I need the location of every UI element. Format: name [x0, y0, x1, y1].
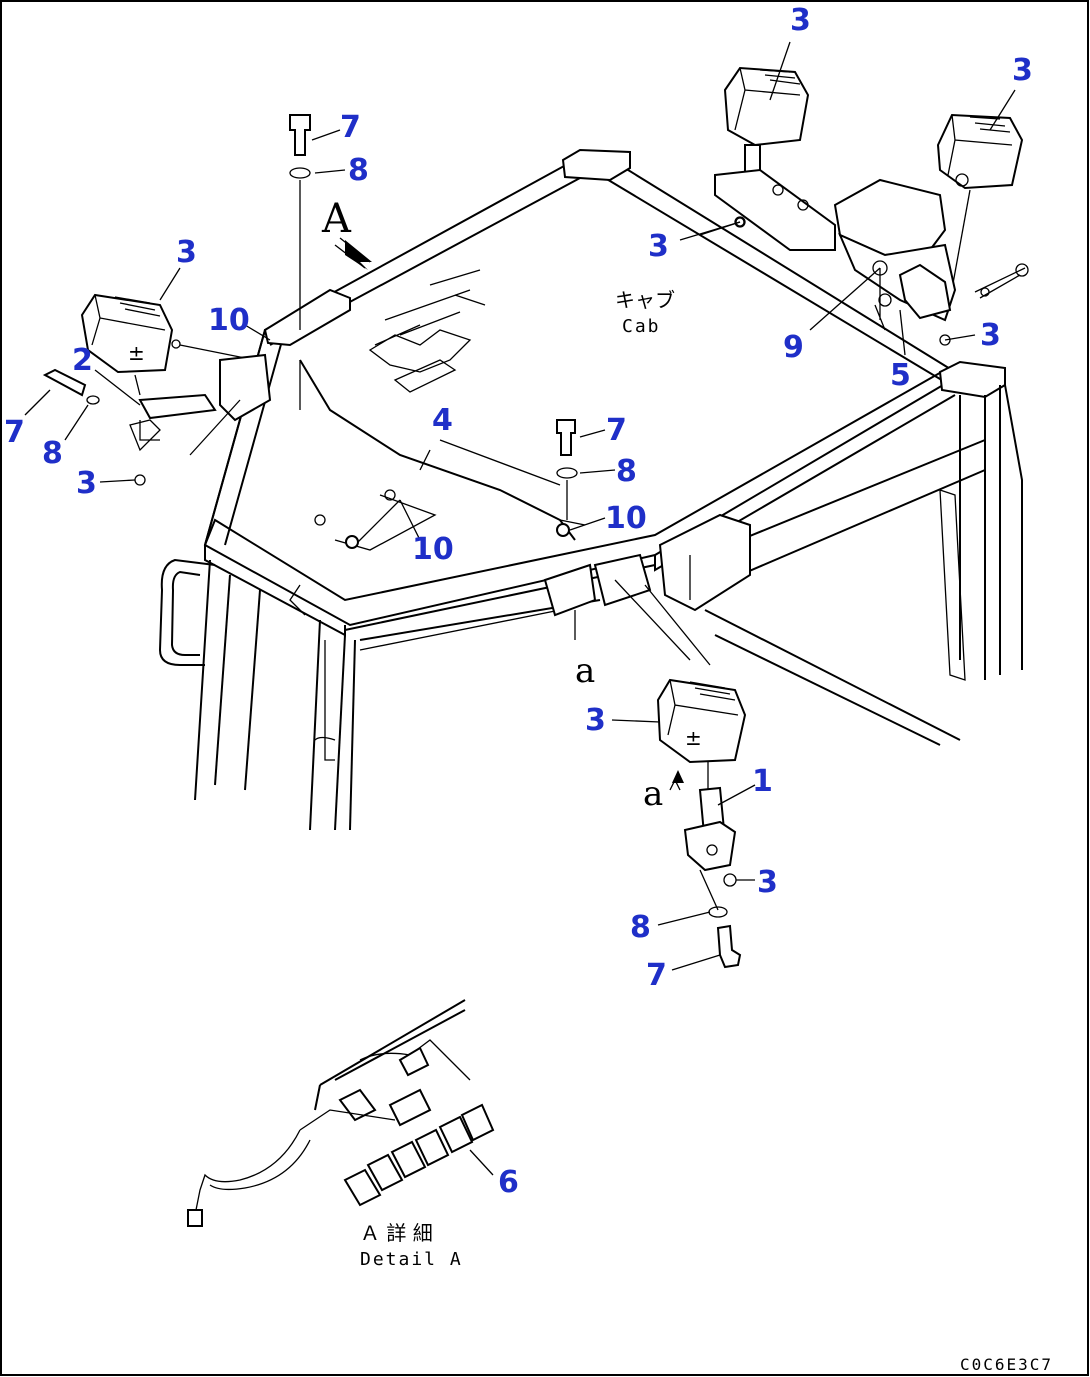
callout-10: 10 — [412, 532, 454, 567]
callout-10: 10 — [208, 303, 250, 338]
callout-2: 2 — [72, 343, 93, 378]
detail-label-en: Detail A — [360, 1249, 463, 1270]
callout-8: 8 — [42, 436, 63, 471]
callout-5: 5 — [890, 358, 911, 393]
callout-3: 3 — [790, 3, 811, 38]
cab-label-jp: キャブ — [615, 288, 675, 312]
lamp-top-right — [936, 113, 1024, 301]
detail-label-jp: Ａ 詳 細 — [360, 1221, 433, 1245]
detail-a-illustration — [187, 999, 495, 1227]
callout-4: 4 — [432, 403, 453, 438]
callout-3: 3 — [176, 235, 197, 270]
callout-3: 3 — [648, 229, 669, 264]
lamp-left: ± — [80, 293, 272, 456]
section-label-lower: a — [643, 774, 663, 814]
lamp-front: ± — [656, 678, 747, 969]
callout-3: 3 — [980, 318, 1001, 353]
callout-1: 1 — [752, 764, 773, 799]
lamp-left-glyph: ± — [128, 341, 145, 365]
view-label: A — [321, 196, 352, 242]
callout-3: 3 — [757, 865, 778, 900]
section-label-upper: a — [575, 651, 595, 691]
callout-3: 3 — [1012, 53, 1033, 88]
callout-9: 9 — [783, 330, 804, 365]
leader-lines — [24, 41, 1016, 1176]
cab-label-en: Cab — [622, 316, 661, 337]
section-arrow — [672, 770, 684, 783]
fasteners — [42, 114, 745, 520]
lamp-front-glyph: ± — [685, 726, 702, 750]
callout-3: 3 — [585, 703, 606, 738]
callout-7: 7 — [606, 413, 627, 448]
lamp-top-center — [714, 66, 836, 251]
callout-8: 8 — [348, 153, 369, 188]
callout-7: 7 — [4, 415, 25, 450]
cab-roof-frame — [158, 148, 1023, 831]
callout-3: 3 — [76, 466, 97, 501]
drawing-code: C0C6E3C7 — [960, 1355, 1053, 1374]
callout-7: 7 — [646, 958, 667, 993]
right-bracket-assembly — [833, 178, 1029, 346]
callout-10: 10 — [605, 501, 647, 536]
callout-8: 8 — [616, 454, 637, 489]
callout-6: 6 — [498, 1165, 519, 1200]
view-arrow-a — [334, 237, 372, 270]
wire-harness — [299, 359, 586, 549]
callout-7: 7 — [340, 110, 361, 145]
callout-8: 8 — [630, 910, 651, 945]
